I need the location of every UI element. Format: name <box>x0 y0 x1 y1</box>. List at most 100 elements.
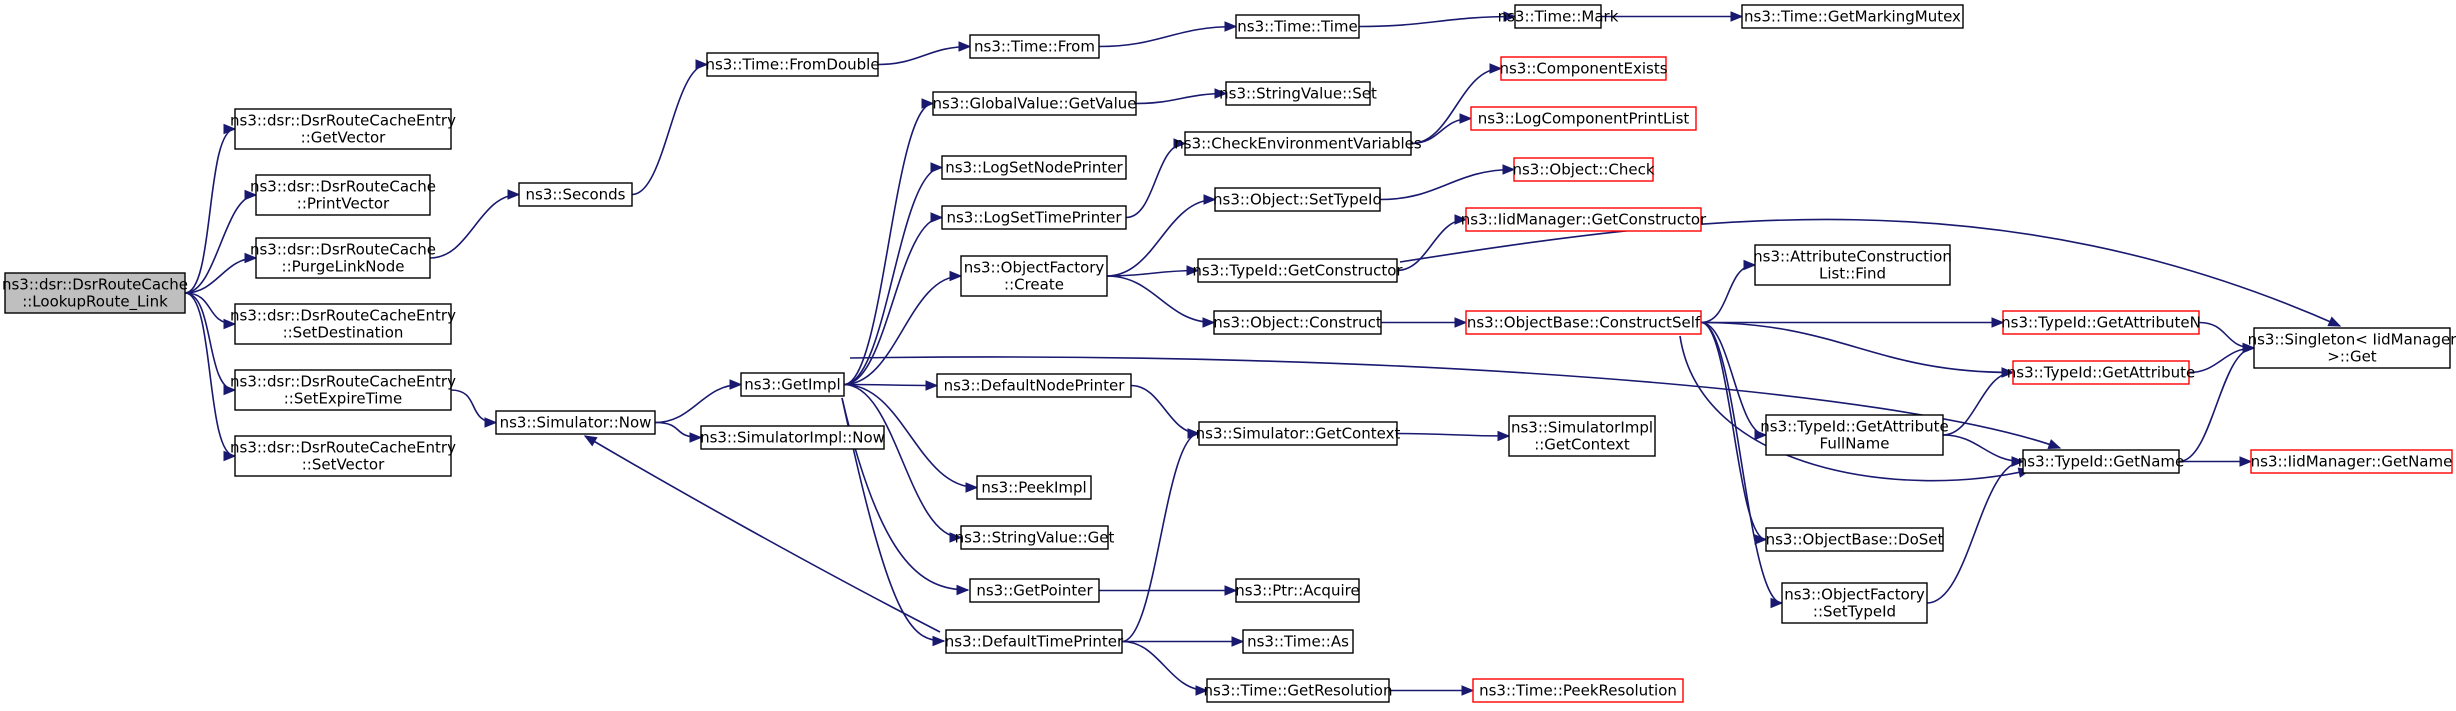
node-objbaseconstructself[interactable]: ns3::ObjectBase::ConstructSelf <box>1465 310 1702 335</box>
node-logsettimeprinter[interactable]: ns3::LogSetTimePrinter <box>941 205 1127 230</box>
node-logsetnodeprinter[interactable]: ns3::LogSetNodePrinter <box>941 155 1127 180</box>
edge-getimpl-to-getpointer <box>841 397 969 591</box>
node-label-getvector-0: ns3::dsr::DsrRouteCacheEntry <box>230 112 456 130</box>
node-objfactorycreate[interactable]: ns3::ObjectFactory::Create <box>960 255 1108 297</box>
node-simnow[interactable]: ns3::Simulator::Now <box>495 410 656 435</box>
edge-objbaseconstructself-to-objfactorysettypeid <box>1700 321 1783 604</box>
node-typeidgetname[interactable]: ns3::TypeId::GetName <box>2018 449 2184 474</box>
arrowhead-objfactorysettypeid-to-typeidgetname <box>2011 456 2025 467</box>
node-timepeekresolution[interactable]: ns3::Time::PeekResolution <box>1472 678 1684 703</box>
node-label-root-1: ::LookupRoute_Link <box>22 293 168 312</box>
edge-objsettypeid-to-objectcheck <box>1379 168 1515 201</box>
node-label-printvector-0: ns3::dsr::DsrRouteCache <box>250 178 436 196</box>
node-gvgetvalue[interactable]: ns3::GlobalValue::GetValue <box>932 91 1137 116</box>
node-iidgetname[interactable]: ns3::IidManager::GetName <box>2250 449 2453 474</box>
node-timeas[interactable]: ns3::Time::As <box>1242 629 1354 654</box>
node-timemark[interactable]: ns3::Time::Mark <box>1498 4 1619 29</box>
node-label-objfactorysettypeid-1: ::SetTypeId <box>1813 603 1896 621</box>
node-label-iidgetname-0: ns3::IidManager::GetName <box>2251 453 2453 471</box>
node-label-logsettimeprinter-0: ns3::LogSetTimePrinter <box>946 209 1122 227</box>
node-setvector[interactable]: ns3::dsr::DsrRouteCacheEntry::SetVector <box>230 435 456 477</box>
arrowhead-objfactorycreate-to-objsettypeid <box>1203 194 1217 205</box>
node-timetime[interactable]: ns3::Time::Time <box>1235 14 1360 39</box>
node-fromdouble[interactable]: ns3::Time::FromDouble <box>705 52 880 77</box>
node-stringvalueset[interactable]: ns3::StringValue::Set <box>1219 81 1377 106</box>
node-label-simgetcontext-0: ns3::Simulator::GetContext <box>1196 425 1401 443</box>
node-iidgetconstructor[interactable]: ns3::IidManager::GetConstructor <box>1461 207 1707 232</box>
arrowhead-objbaseconstructself-to-objfactorysettypeid <box>1770 597 1784 609</box>
node-defaultnodeprinter[interactable]: ns3::DefaultNodePrinter <box>936 373 1132 398</box>
node-componentexists[interactable]: ns3::ComponentExists <box>1499 56 1668 81</box>
arrowhead-getpointer-to-ptracquire <box>1224 585 1238 596</box>
node-label-timegetresolution-0: ns3::Time::GetResolution <box>1204 682 1393 700</box>
node-ptracquire[interactable]: ns3::Ptr::Acquire <box>1235 578 1360 603</box>
node-defaulttimeprinter[interactable]: ns3::DefaultTimePrinter <box>945 629 1124 654</box>
arrowhead-getimpl-to-typeidgetname <box>2047 439 2062 450</box>
node-box-gvgetvalue <box>932 91 1137 116</box>
node-box-setexpiretime <box>234 369 452 411</box>
node-purgelinknode[interactable]: ns3::dsr::DsrRouteCache::PurgeLinkNode <box>250 237 436 279</box>
node-simimplgetcontext[interactable]: ns3::SimulatorImpl::GetContext <box>1508 415 1656 457</box>
arrowhead-objbaseconstructself-to-typeidgetattributen <box>1991 317 2005 328</box>
node-getmarkingmutex[interactable]: ns3::Time::GetMarkingMutex <box>1741 4 1964 29</box>
arrowhead-timetime-to-timemark <box>1503 11 1517 22</box>
node-stringvalueget[interactable]: ns3::StringValue::Get <box>955 525 1115 550</box>
node-label-objbasedoset-0: ns3::ObjectBase::DoSet <box>1766 531 1944 549</box>
node-typeidgetattribute[interactable]: ns3::TypeId::GetAttribute <box>2007 360 2195 385</box>
node-peekimpl[interactable]: ns3::PeekImpl <box>976 475 1092 500</box>
edge-objfactorycreate-to-objconstruct <box>1106 275 1215 324</box>
node-printvector[interactable]: ns3::dsr::DsrRouteCache::PrintVector <box>250 174 436 216</box>
edge-root-to-printvector <box>184 194 257 294</box>
node-seconds[interactable]: ns3::Seconds <box>518 182 633 207</box>
edge-setexpiretime-to-simnow <box>450 389 497 424</box>
node-setexpiretime[interactable]: ns3::dsr::DsrRouteCacheEntry::SetExpireT… <box>230 369 456 411</box>
node-typeidgetconstructor[interactable]: ns3::TypeId::GetConstructor <box>1192 258 1403 283</box>
node-objsettypeid[interactable]: ns3::Object::SetTypeId <box>1213 187 1382 212</box>
node-label-simimplgetcontext-1: ::GetContext <box>1534 436 1630 454</box>
node-typeidgetattributen[interactable]: ns3::TypeId::GetAttributeN <box>2001 310 2201 335</box>
node-label-stringvalueget-0: ns3::StringValue::Get <box>955 529 1115 547</box>
node-getvector[interactable]: ns3::dsr::DsrRouteCacheEntry::GetVector <box>230 108 456 150</box>
node-objfactorysettypeid[interactable]: ns3::ObjectFactory::SetTypeId <box>1781 582 1928 624</box>
node-box-setvector <box>234 435 452 477</box>
node-box-typeidgetattributen <box>2002 310 2200 335</box>
arrowhead-typeidgetconstructor-to-iidgetconstructor <box>1454 214 1468 225</box>
node-getpointer[interactable]: ns3::GetPointer <box>969 578 1100 603</box>
node-label-purgelinknode-1: ::PurgeLinkNode <box>282 258 405 276</box>
node-getimpl[interactable]: ns3::GetImpl <box>740 372 845 397</box>
node-objbasedoset[interactable]: ns3::ObjectBase::DoSet <box>1765 527 1944 552</box>
node-objectcheck[interactable]: ns3::Object::Check <box>1512 157 1655 182</box>
node-checkenv[interactable]: ns3::CheckEnvironmentVariables <box>1174 131 1422 156</box>
node-label-setvector-0: ns3::dsr::DsrRouteCacheEntry <box>230 439 456 457</box>
node-singletonget[interactable]: ns3::Singleton< IidManager>::Get <box>2248 327 2456 369</box>
arrowhead-getimpl-to-getpointer <box>956 584 970 596</box>
node-label-setexpiretime-1: ::SetExpireTime <box>284 390 403 408</box>
node-box-objbasedoset <box>1765 527 1944 552</box>
node-logcomponentprintlist[interactable]: ns3::LogComponentPrintList <box>1470 106 1697 131</box>
edge-getimpl-to-gvgetvalue <box>843 102 934 386</box>
arrowhead-defaulttimeprinter-to-timeas <box>1231 636 1245 647</box>
node-setdestination[interactable]: ns3::dsr::DsrRouteCacheEntry::SetDestina… <box>230 303 456 345</box>
node-timefrom[interactable]: ns3::Time::From <box>969 34 1100 59</box>
node-label-typeidgetattributefullname-0: ns3::TypeId::GetAttribute <box>1760 418 1948 436</box>
node-label-simimplgetcontext-0: ns3::SimulatorImpl <box>1511 419 1653 437</box>
arrowhead-fromdouble-to-timefrom <box>958 41 972 52</box>
node-box-logcomponentprintlist <box>1470 106 1697 131</box>
arrowhead-simgetcontext-to-simimplgetcontext <box>1497 430 1511 442</box>
node-label-seconds-0: ns3::Seconds <box>526 186 626 204</box>
edge-objfactorycreate-to-objsettypeid <box>1106 198 1216 277</box>
node-box-getvector <box>234 108 452 150</box>
node-label-defaulttimeprinter-0: ns3::DefaultTimePrinter <box>945 633 1124 651</box>
node-box-fromdouble <box>706 52 879 77</box>
arrowhead-defaulttimeprinter-to-simgetcontext <box>1187 428 1201 439</box>
node-objconstruct[interactable]: ns3::Object::Construct <box>1213 310 1382 335</box>
node-timegetresolution[interactable]: ns3::Time::GetResolution <box>1204 678 1393 703</box>
edge-timefrom-to-timetime <box>1098 25 1237 48</box>
node-label-getvector-1: ::GetVector <box>301 129 386 147</box>
node-simgetcontext[interactable]: ns3::Simulator::GetContext <box>1196 421 1401 446</box>
edge-root-to-setvector <box>184 292 236 457</box>
node-simimplnow[interactable]: ns3::SimulatorImpl::Now <box>700 425 885 450</box>
node-label-getmarkingmutex-0: ns3::Time::GetMarkingMutex <box>1744 8 1961 26</box>
